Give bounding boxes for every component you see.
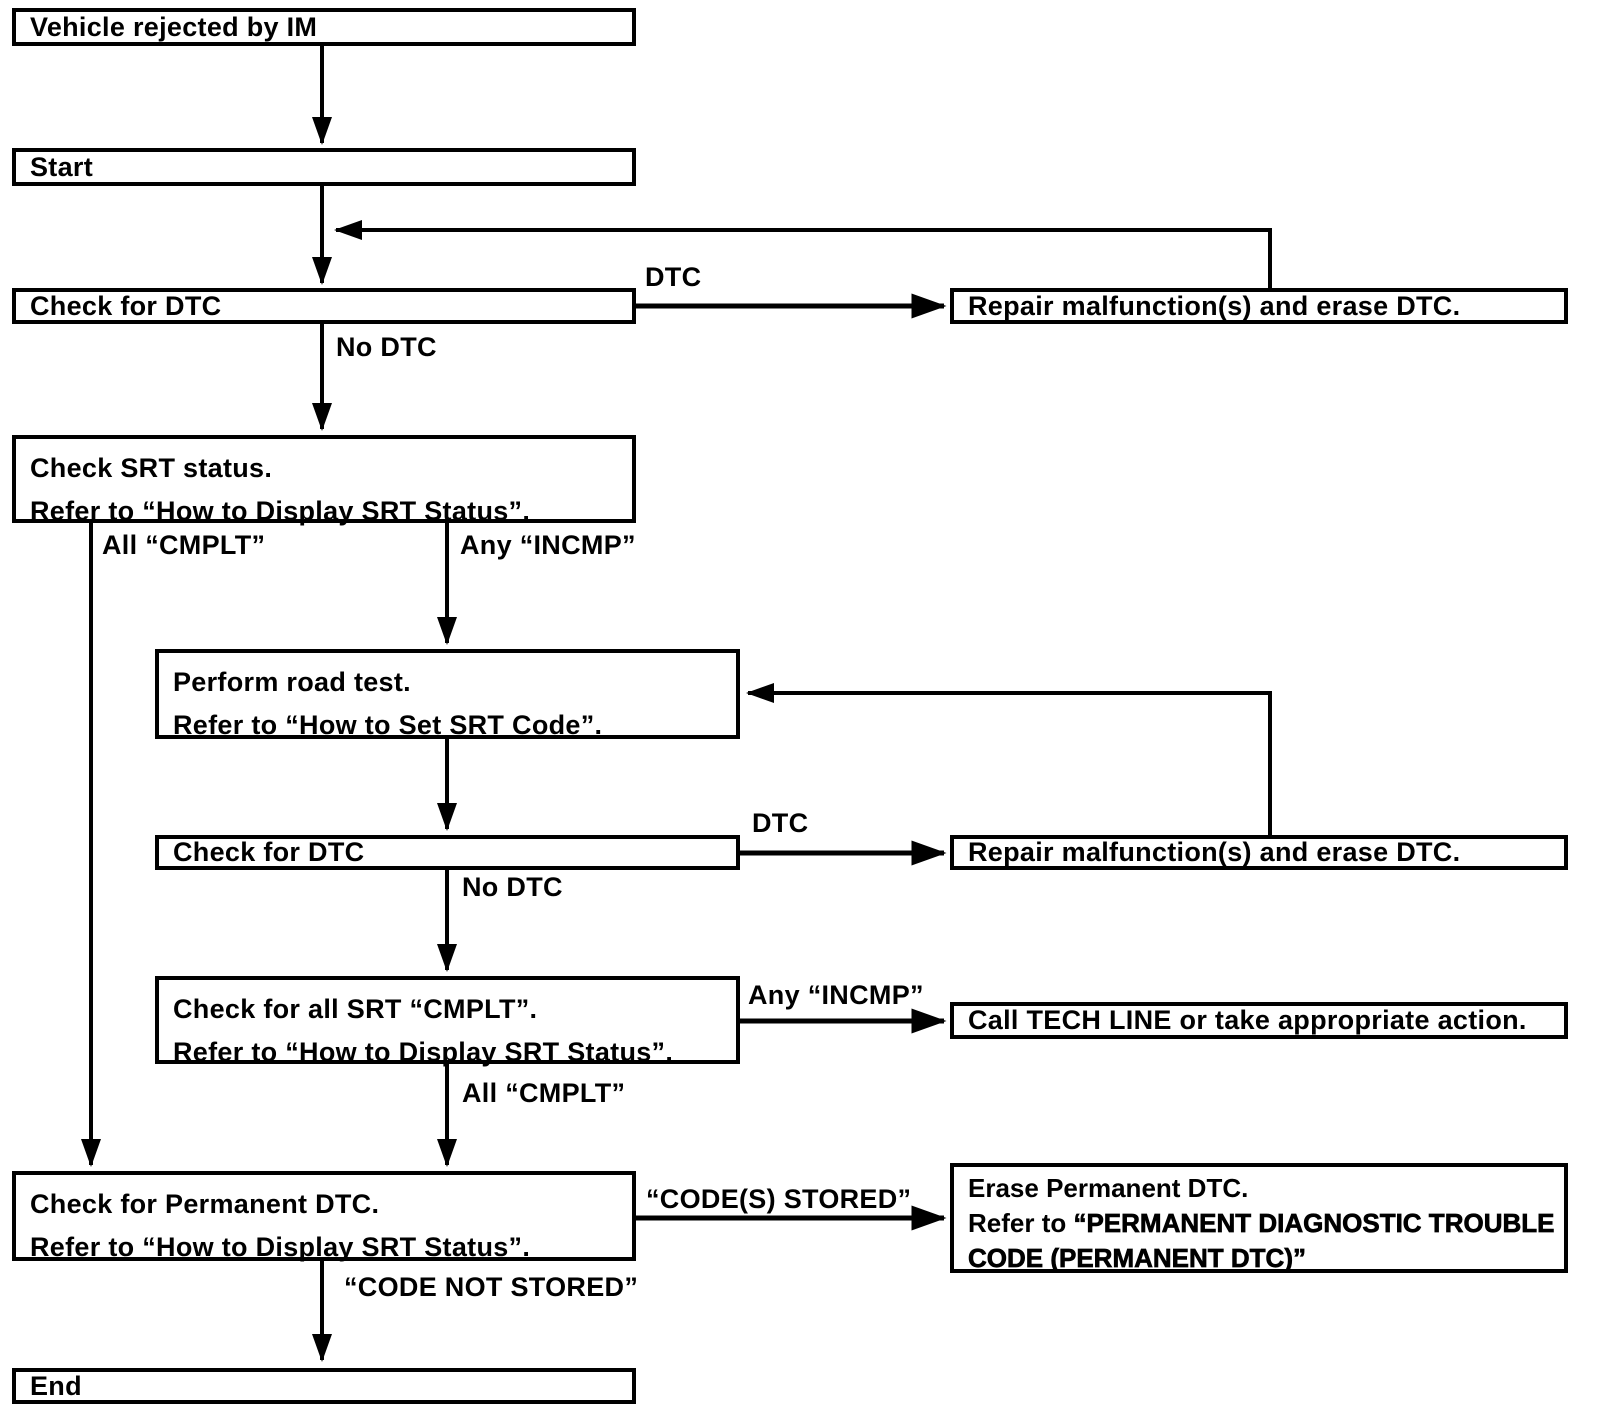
node-repair-2-label: Repair malfunction(s) and erase DTC. — [968, 837, 1461, 867]
edge-label-all-cmplt-2: All “CMPLT” — [462, 1078, 626, 1108]
edge-label-code-not-stored: “CODE NOT STORED” — [344, 1272, 639, 1302]
node-erase-permanent-line2-prefix: Refer to — [968, 1208, 1074, 1238]
node-vehicle-rejected: Vehicle rejected by IM — [12, 8, 636, 46]
node-road-test-line2: Refer to “How to Set SRT Code”. — [173, 710, 603, 740]
edge-repair2-return — [746, 683, 1272, 835]
node-check-permanent-line1: Check for Permanent DTC. — [30, 1189, 380, 1219]
node-repair-2: Repair malfunction(s) and erase DTC. — [950, 835, 1568, 870]
node-erase-permanent: Erase Permanent DTC. Refer to “PERMANENT… — [950, 1163, 1568, 1273]
node-erase-permanent-line1: Erase Permanent DTC. — [968, 1173, 1249, 1203]
node-check-dtc-1: Check for DTC — [12, 288, 636, 324]
edge-repair1-return — [334, 220, 1272, 288]
node-check-permanent-line2: Refer to “How to Display SRT Status”. — [30, 1232, 531, 1262]
edge-label-any-incmp-2: Any “INCMP” — [748, 980, 924, 1010]
node-erase-permanent-line2-bold: “PERMANENT DIAGNOSTIC TROUBLE — [1073, 1208, 1555, 1239]
node-start: Start — [12, 148, 636, 186]
node-check-all-srt: Check for all SRT “CMPLT”. Refer to “How… — [155, 976, 740, 1067]
node-end: End — [12, 1368, 636, 1404]
node-srt-status: Check SRT status. Refer to “How to Displ… — [12, 435, 636, 526]
node-repair-1: Repair malfunction(s) and erase DTC. — [950, 288, 1568, 324]
node-check-dtc-2: Check for DTC — [155, 835, 740, 870]
edge-label-any-incmp-1: Any “INCMP” — [460, 530, 636, 560]
edge-label-no-dtc-1: No DTC — [336, 332, 437, 362]
node-road-test: Perform road test. Refer to “How to Set … — [155, 649, 740, 740]
node-end-label: End — [30, 1370, 82, 1401]
node-erase-permanent-line2: Refer to “PERMANENT DIAGNOSTIC TROUBLE — [968, 1206, 1558, 1241]
node-start-label: Start — [30, 151, 94, 182]
node-road-test-line1: Perform road test. — [173, 667, 411, 697]
node-vehicle-rejected-label: Vehicle rejected by IM — [30, 11, 318, 42]
node-check-dtc-2-label: Check for DTC — [173, 837, 365, 867]
node-check-dtc-1-label: Check for DTC — [30, 290, 222, 321]
node-check-permanent: Check for Permanent DTC. Refer to “How t… — [12, 1171, 636, 1262]
node-repair-1-label: Repair malfunction(s) and erase DTC. — [968, 290, 1461, 321]
node-check-all-srt-line1: Check for all SRT “CMPLT”. — [173, 994, 538, 1024]
edge-label-dtc-2: DTC — [752, 808, 809, 838]
node-erase-permanent-line3: CODE (PERMANENT DTC)” — [968, 1243, 1307, 1274]
edge-label-codes-stored: “CODE(S) STORED” — [646, 1184, 912, 1214]
node-tech-line: Call TECH LINE or take appropriate actio… — [950, 1002, 1568, 1039]
edge-label-no-dtc-2: No DTC — [462, 872, 563, 902]
node-srt-status-line2: Refer to “How to Display SRT Status”. — [30, 496, 531, 526]
edge-label-all-cmplt-1: All “CMPLT” — [102, 530, 266, 560]
node-check-all-srt-line2: Refer to “How to Display SRT Status”. — [173, 1037, 674, 1067]
node-tech-line-label: Call TECH LINE or take appropriate actio… — [968, 1005, 1527, 1035]
edge-label-dtc-1: DTC — [645, 262, 702, 292]
node-srt-status-line1: Check SRT status. — [30, 453, 273, 483]
